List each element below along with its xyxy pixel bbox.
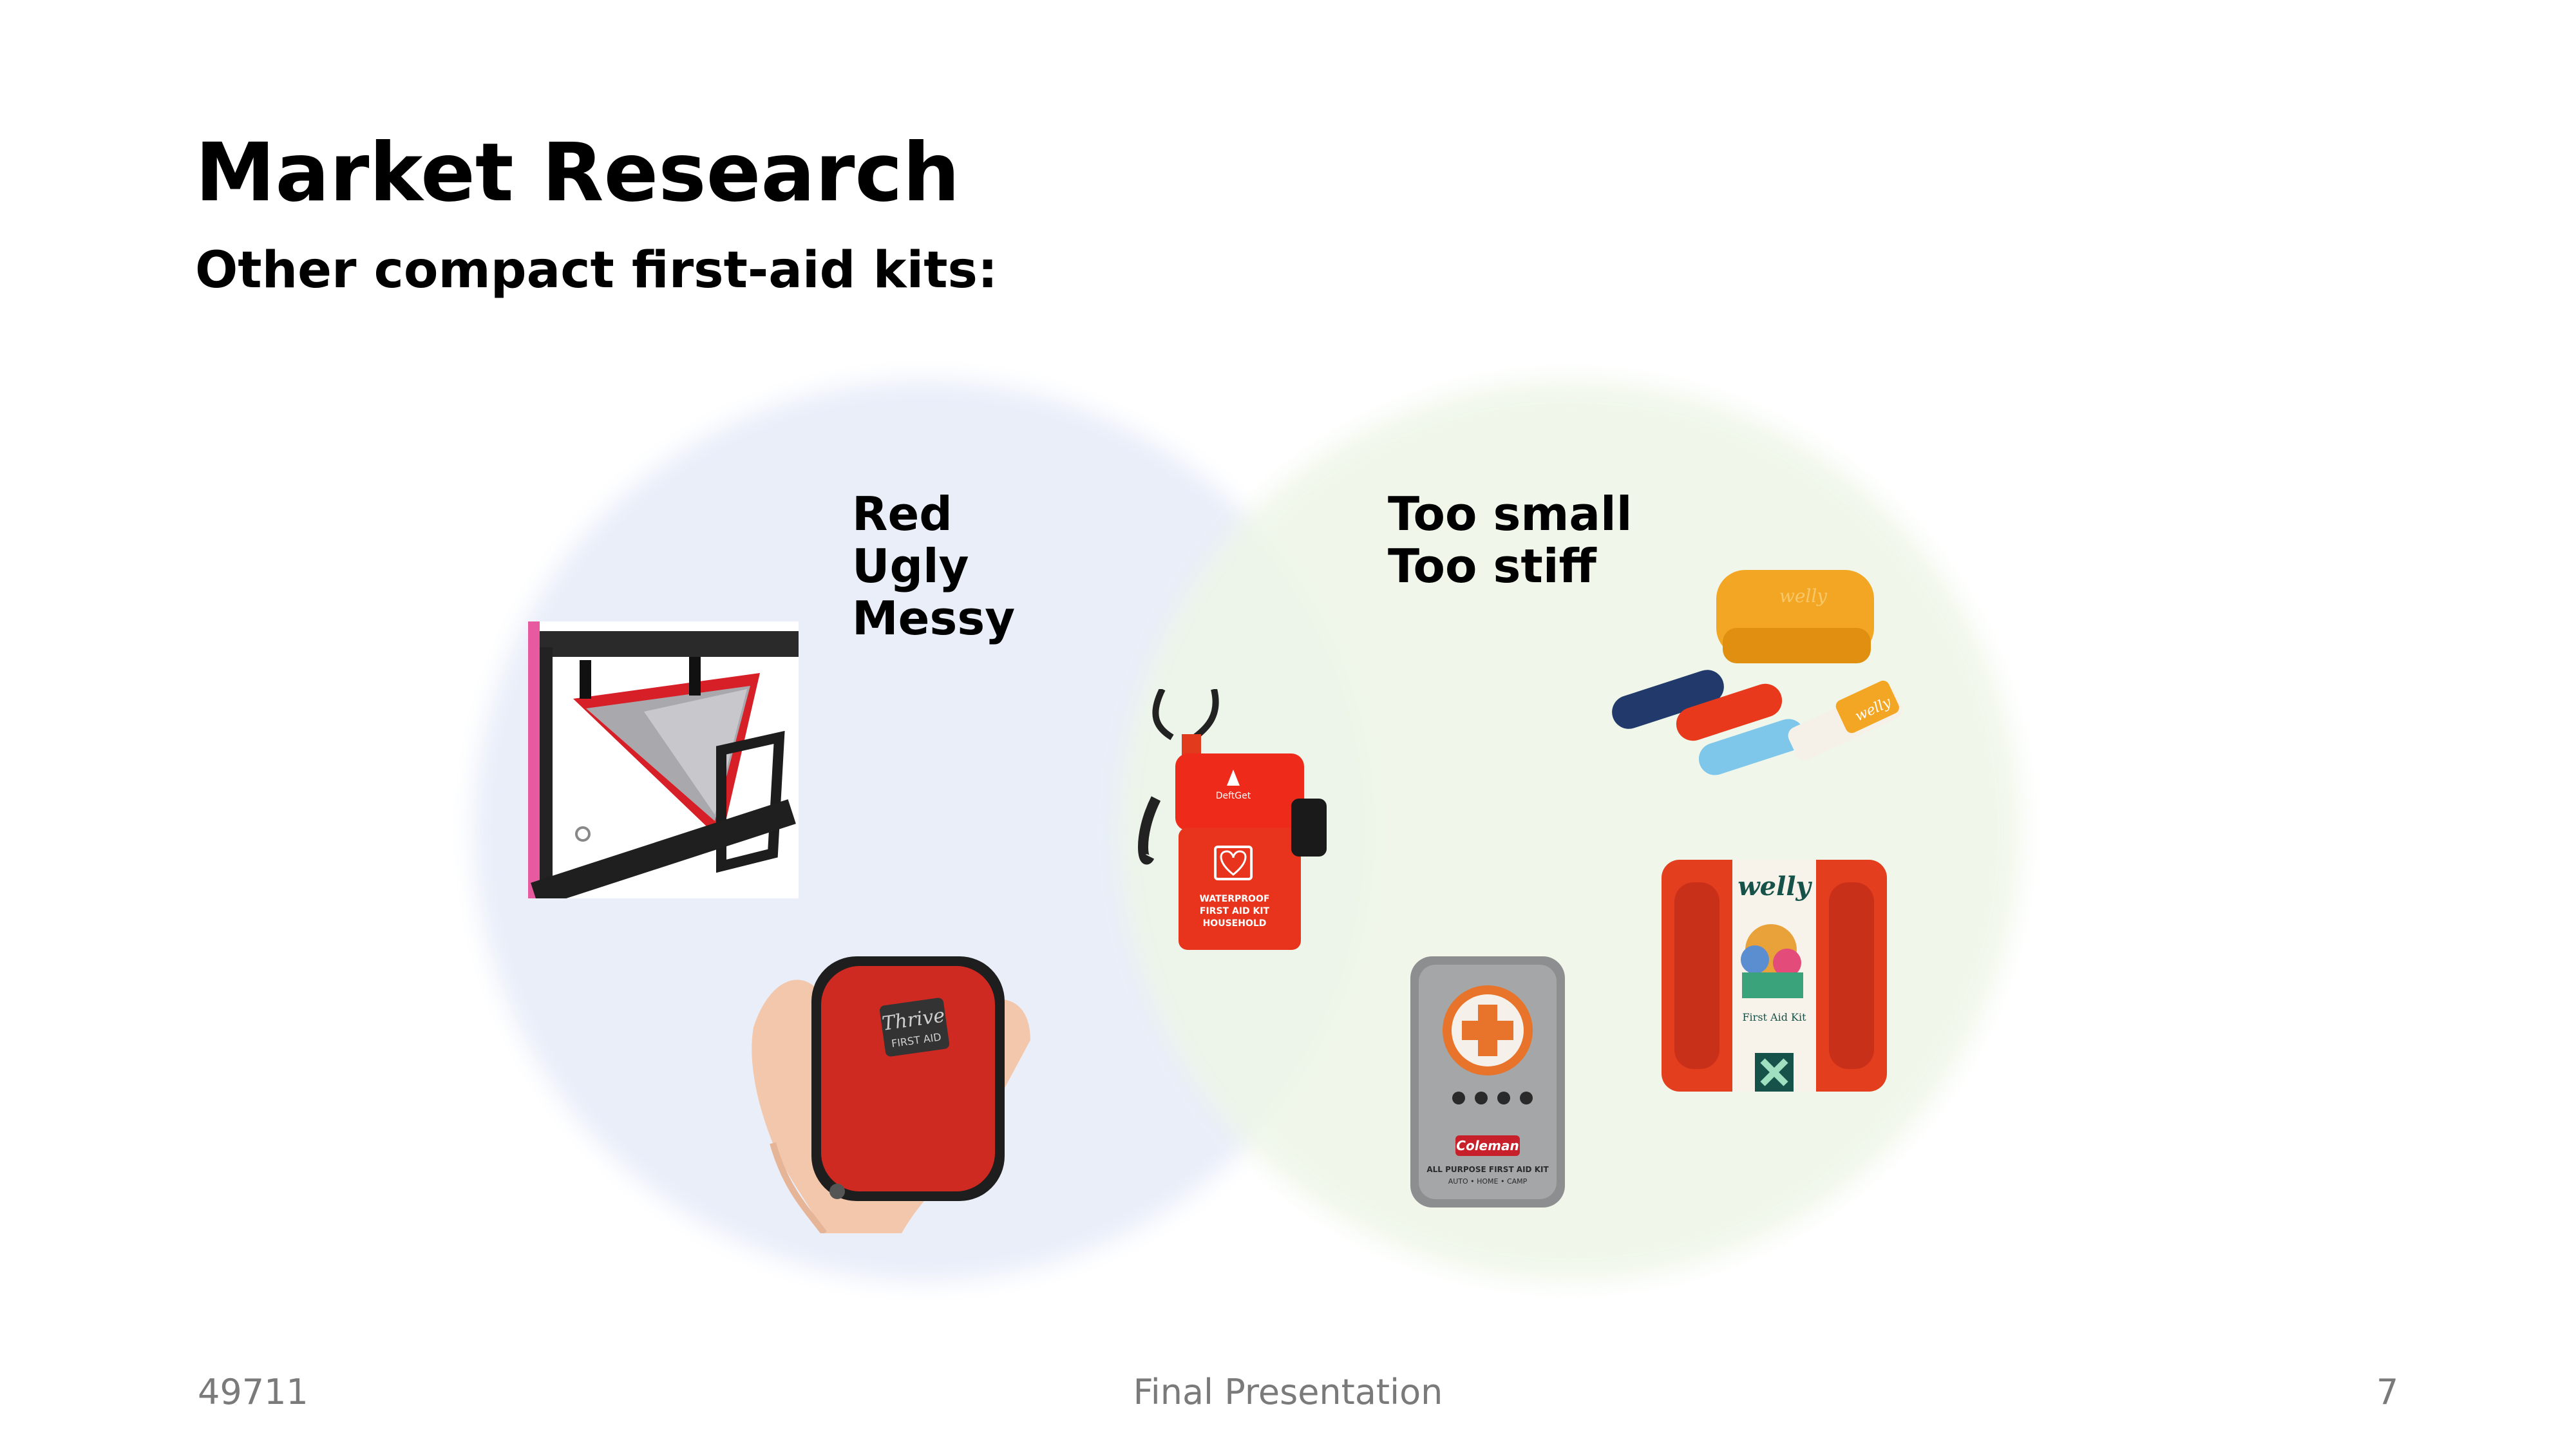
welly-first-aid-kit-image: welly First Aid Kit xyxy=(1662,860,1887,1092)
slide-subtitle: Other compact first-aid kits: xyxy=(195,242,998,299)
label-too-stiff: Too stiff xyxy=(1388,539,1596,593)
left-venn-circle xyxy=(473,380,1375,1282)
footer-center: Final Presentation xyxy=(1133,1372,1443,1412)
deftget-line3: HOUSEHOLD xyxy=(1203,918,1267,929)
label-messy: Messy xyxy=(852,591,1016,645)
coleman-line2: AUTO • HOME • CAMP xyxy=(1448,1177,1528,1186)
slide-title: Market Research xyxy=(195,126,960,220)
welly-box-label: First Aid Kit xyxy=(1742,1011,1806,1023)
zipper-pull-icon xyxy=(829,1184,845,1199)
right-circle-labels: Too small Too stiff xyxy=(1388,488,1632,592)
label-too-small: Too small xyxy=(1388,487,1633,541)
left-circle-labels: Red Ugly Messy xyxy=(852,488,1015,645)
welly-capsule-brand: welly xyxy=(1779,585,1828,607)
deftget-waterproof-kit-image: DeftGet WATERPROOF FIRST AID KIT HOUSEHO… xyxy=(1138,689,1327,950)
page-number: 7 xyxy=(2376,1372,2399,1412)
cross-icon xyxy=(1760,1058,1788,1086)
label-ugly: Ugly xyxy=(852,539,969,593)
bike-frame-bag-image xyxy=(528,621,799,898)
coleman-brand-text: Coleman xyxy=(1456,1138,1519,1153)
coleman-line1: ALL PURPOSE FIRST AID KIT xyxy=(1426,1165,1549,1174)
deftget-line2: FIRST AID KIT xyxy=(1200,906,1270,916)
zipper-pull-icon xyxy=(575,826,591,842)
welly-travel-case-image: welly welly xyxy=(1612,570,1902,775)
footer-left: 49711 xyxy=(198,1372,308,1412)
deftget-line1: WATERPROOF xyxy=(1200,894,1270,904)
welly-box-brand: welly xyxy=(1738,871,1812,902)
thrive-compact-case-image: Thrive FIRST AID xyxy=(752,956,1030,1233)
label-red: Red xyxy=(852,487,952,541)
deftget-brand-text: DeftGet xyxy=(1216,791,1251,801)
coleman-tin-image: Coleman ALL PURPOSE FIRST AID KIT AUTO •… xyxy=(1410,956,1565,1208)
medical-cross-icon xyxy=(1462,1005,1513,1056)
heart-icon xyxy=(1220,850,1247,876)
